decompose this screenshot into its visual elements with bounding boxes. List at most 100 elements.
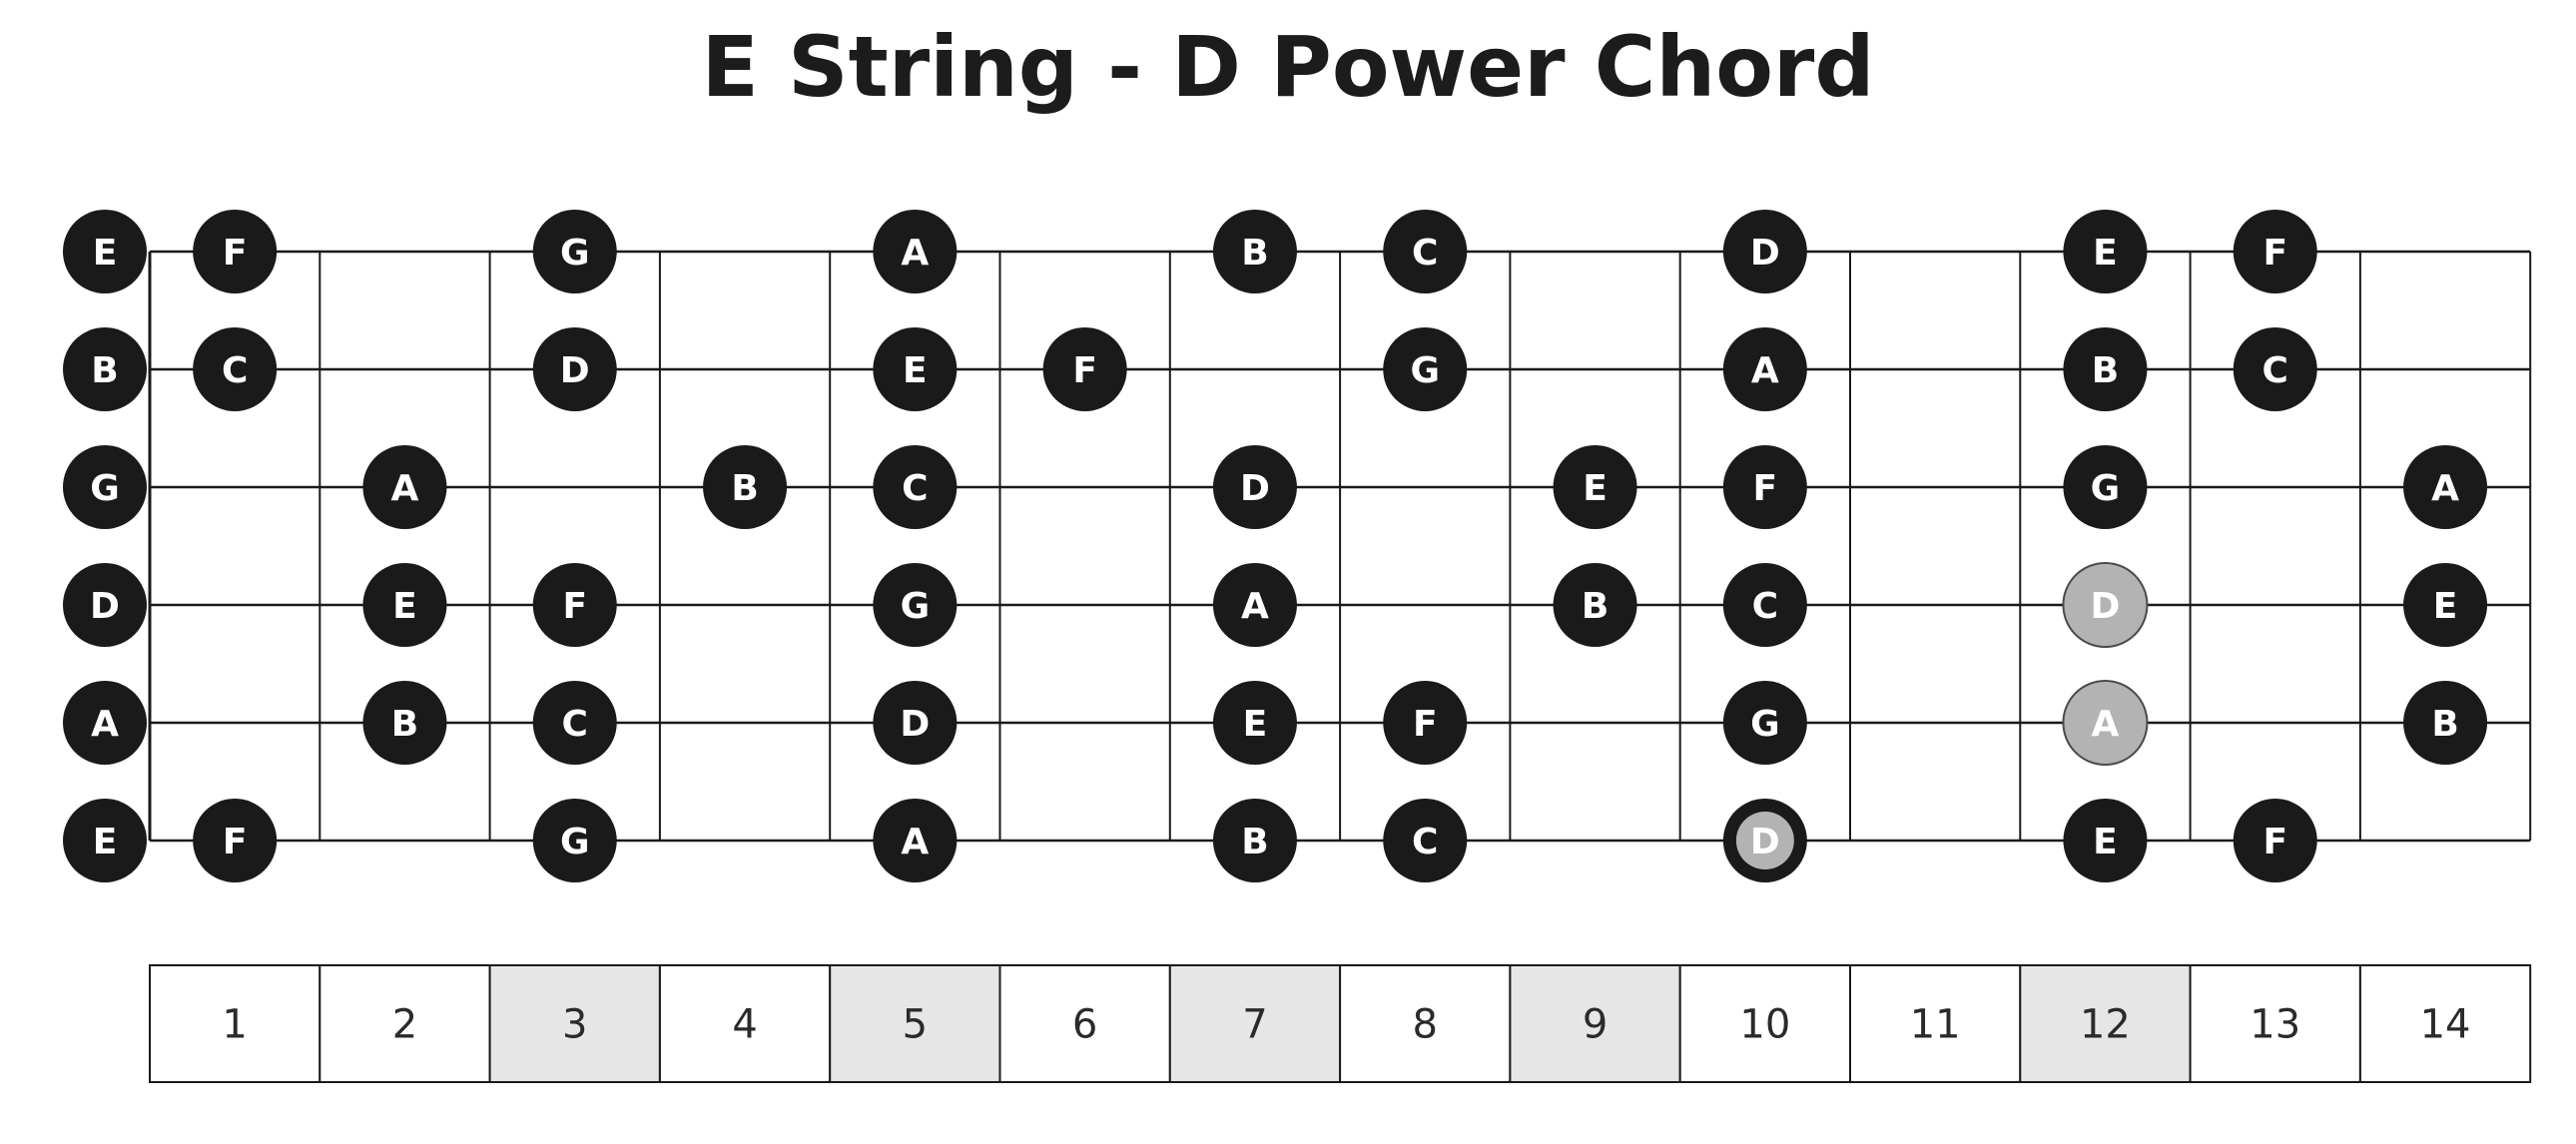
- note-marker: G: [532, 799, 617, 882]
- note-dot: [2233, 210, 2317, 293]
- note-label: A: [901, 822, 929, 862]
- note-dot: [63, 327, 147, 411]
- fret-number-cell: [488, 964, 661, 1083]
- note-marker: G: [63, 445, 147, 529]
- note-dot: [1722, 445, 1807, 529]
- note-dot: [1042, 327, 1127, 411]
- fret-number: 11: [1910, 1002, 1961, 1048]
- note-label: D: [900, 704, 930, 745]
- note-dot: [532, 563, 617, 647]
- note-label: D: [1240, 468, 1270, 509]
- note-marker: E: [2063, 799, 2148, 882]
- note-label: D: [2091, 586, 2121, 627]
- fretboard-grid: [148, 250, 2532, 843]
- note-dot: [63, 445, 147, 529]
- note-marker: B: [362, 681, 447, 765]
- note-label: E: [2093, 822, 2118, 862]
- note-dot: [532, 681, 617, 765]
- note-dot: [873, 445, 958, 529]
- note-dot: [1212, 210, 1297, 293]
- fret-number: 14: [2420, 1002, 2471, 1048]
- note-label: D: [90, 586, 120, 627]
- note-label: B: [2431, 704, 2458, 745]
- note-marker: G: [532, 210, 617, 293]
- fret-number: 2: [392, 1002, 417, 1048]
- note-label: G: [2091, 468, 2121, 509]
- note-marker: F: [532, 563, 617, 647]
- fret-number-cell: [998, 964, 1171, 1083]
- chord-tone-marker: D: [2062, 562, 2149, 648]
- note-dot: [63, 210, 147, 293]
- note-dot: [1722, 563, 1807, 647]
- fret-number: 12: [2080, 1002, 2131, 1048]
- fret-number: 10: [1739, 1002, 1790, 1048]
- note-label: A: [2431, 468, 2459, 509]
- note-marker: E: [873, 327, 958, 411]
- note-label: F: [1413, 704, 1438, 745]
- fret-number: 6: [1072, 1002, 1097, 1048]
- fret-number: 13: [2250, 1002, 2300, 1048]
- note-label: E: [93, 233, 118, 274]
- note-label: F: [223, 822, 248, 862]
- note-marker: G: [2063, 445, 2148, 529]
- note-marker: E: [2403, 563, 2488, 647]
- fret-number: 1: [222, 1002, 247, 1048]
- note-dot: [1212, 445, 1297, 529]
- note-dot: [63, 563, 147, 647]
- note-marker: E: [1553, 445, 1637, 529]
- note-dot: [2063, 327, 2148, 411]
- fret-number-cell: [1509, 964, 1681, 1083]
- note-marker: C: [873, 445, 958, 529]
- note-label: F: [562, 586, 587, 627]
- note-label: E: [2433, 586, 2458, 627]
- note-label: E: [1583, 468, 1608, 509]
- note-marker: D: [1212, 445, 1297, 529]
- note-label: G: [560, 233, 590, 274]
- note-dot: [873, 210, 958, 293]
- note-marker: C: [1383, 210, 1468, 293]
- note-label: A: [2092, 704, 2120, 745]
- fret-number: 3: [562, 1002, 587, 1048]
- note-dot: [193, 327, 278, 411]
- note-dot: [873, 563, 958, 647]
- note-dot: [2233, 327, 2317, 411]
- note-dot: [2403, 681, 2488, 765]
- note-dot: [362, 445, 447, 529]
- note-marker: C: [1722, 563, 1807, 647]
- note-marker: C: [2233, 327, 2317, 411]
- note-label: C: [222, 350, 248, 391]
- fret-number-cell: [1678, 964, 1851, 1083]
- note-marker: C: [193, 327, 278, 411]
- note-marker: D: [532, 327, 617, 411]
- note-dot: [362, 681, 447, 765]
- note-dot: [532, 210, 617, 293]
- note-label: B: [2092, 350, 2119, 391]
- note-label: C: [1412, 233, 1438, 274]
- note-marker: F: [193, 210, 278, 293]
- fret-number: 8: [1413, 1002, 1438, 1048]
- note-label: E: [1243, 704, 1268, 745]
- note-label: F: [1753, 468, 1778, 509]
- note-label: F: [2262, 233, 2287, 274]
- note-marker: G: [873, 563, 958, 647]
- note-label: E: [392, 586, 417, 627]
- note-label: E: [2093, 233, 2118, 274]
- note-label: C: [902, 468, 928, 509]
- note-dot: [2063, 445, 2148, 529]
- note-label: F: [1072, 350, 1097, 391]
- note-label: G: [90, 468, 120, 509]
- note-marker: F: [1722, 445, 1807, 529]
- note-label: B: [391, 704, 418, 745]
- fret-number-cell: [319, 964, 491, 1083]
- note-label: A: [1241, 586, 1269, 627]
- note-dot: [1553, 445, 1637, 529]
- note-label: D: [560, 350, 590, 391]
- fret-number-cell: [1339, 964, 1512, 1083]
- note-dot: [1212, 563, 1297, 647]
- note-label: G: [1410, 350, 1440, 391]
- note-label: G: [560, 822, 590, 862]
- note-label: D: [1750, 822, 1780, 862]
- note-label: F: [223, 233, 248, 274]
- note-label: A: [901, 233, 929, 274]
